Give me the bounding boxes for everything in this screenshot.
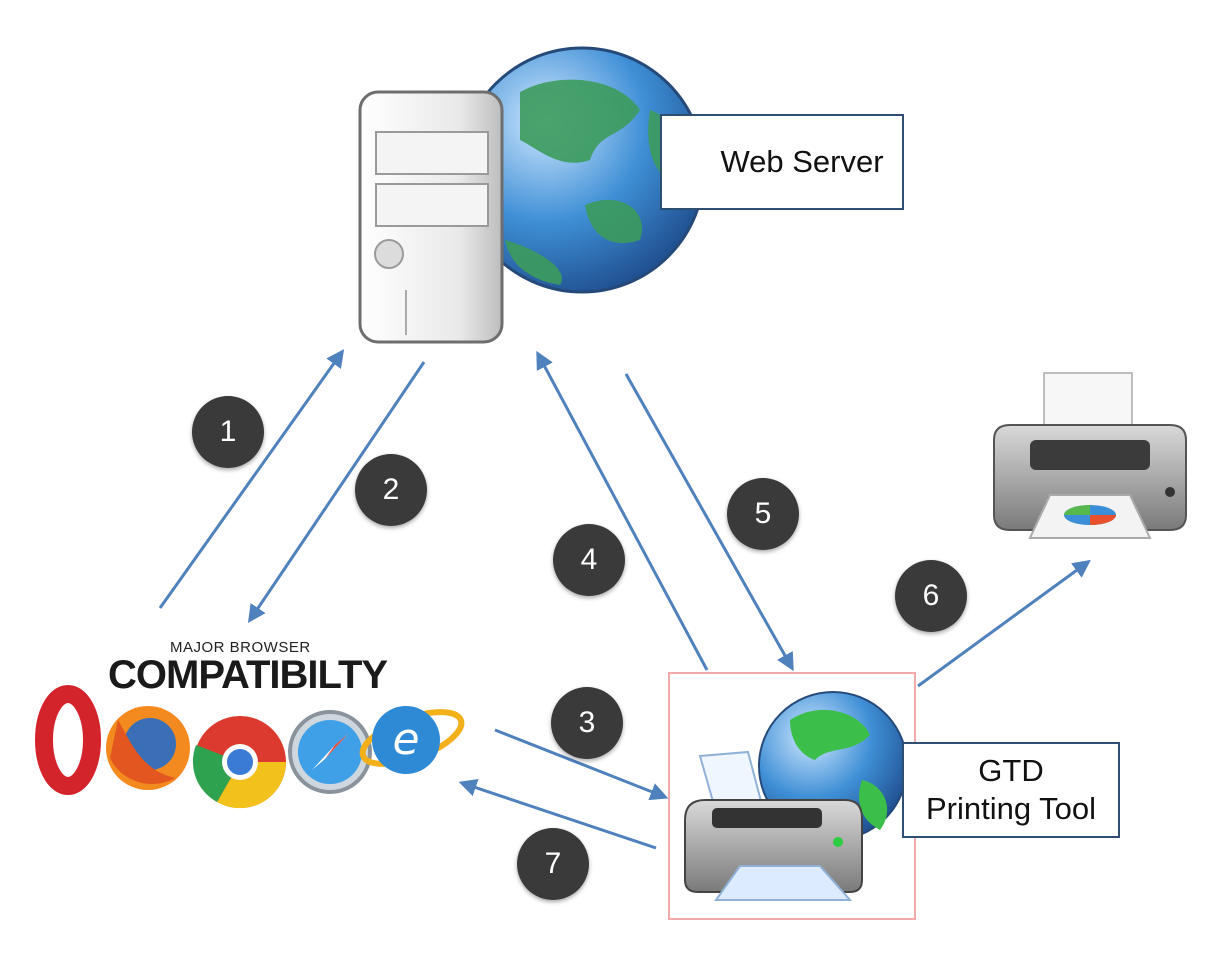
arrow-2 [247,361,426,623]
arrow-6 [917,559,1091,688]
arrow-5 [624,373,794,672]
step-badge-5: 5 [727,478,799,550]
web-server-label-text: Web Server [720,144,884,179]
step-badge-1: 1 [192,396,264,468]
opera-icon [35,685,101,795]
arrow-1 [158,349,345,609]
step-badge-4: 4 [553,524,625,596]
browser-logos: e [35,685,465,809]
gtd-label-line1: GTD [978,753,1044,788]
arrow-4 [536,350,709,671]
svg-text:e: e [392,714,419,765]
step-badge-7: 7 [517,828,589,900]
browser-heading-big: COMPATIBILTY [108,653,388,697]
web-server-label: Web Server [660,114,904,210]
gtd-tool-icon [684,691,908,901]
step-badge-6: 6 [895,560,967,632]
gtd-tool-frame [668,672,916,920]
browser-heading-small: MAJOR BROWSER [170,639,311,656]
ie-icon: e [359,706,465,774]
web-server-icon [358,46,706,344]
gtd-tool-label: GTD Printing Tool [902,742,1120,838]
step-badge-2: 2 [355,454,427,526]
printer-icon [993,372,1187,539]
arrow-3 [494,728,669,801]
arrow-7 [458,779,657,850]
step-badge-3: 3 [551,687,623,759]
gtd-label-line2: Printing Tool [925,791,1097,826]
